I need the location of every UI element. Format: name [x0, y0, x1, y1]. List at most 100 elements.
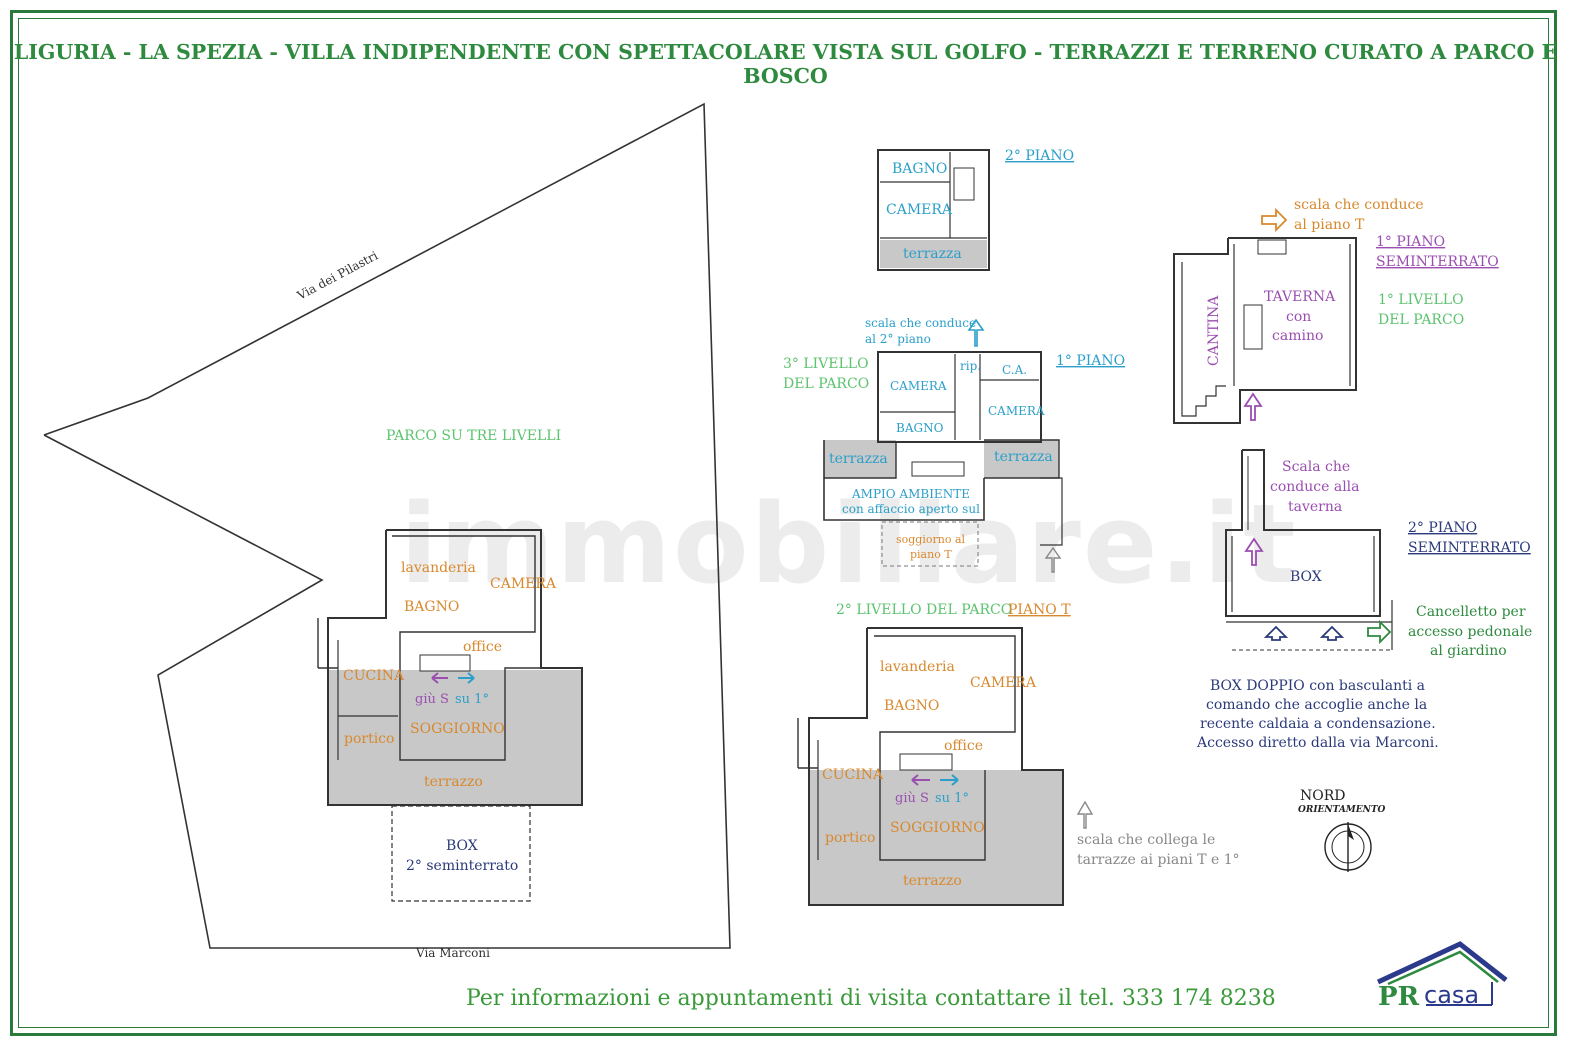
s2-scala-line1: Scala che — [1282, 459, 1350, 475]
s1-up-arrow-icon — [1243, 392, 1263, 421]
logo-casa: casa — [1424, 981, 1479, 1009]
site-stair-arrows — [431, 672, 475, 684]
compass-rose-icon — [1324, 822, 1372, 872]
primo-piano-plan — [823, 351, 1063, 567]
site-terrazzo: terrazzo — [424, 774, 483, 790]
s2-garage-arrow2-icon — [1319, 625, 1345, 641]
pt-portico: portico — [825, 830, 875, 846]
page-title: LIGURIA - LA SPEZIA - VILLA INDIPENDENTE… — [13, 40, 1558, 88]
s1-taverna-line1: TAVERNA — [1264, 289, 1336, 305]
s2-cancelletto-line2: accesso pedonale — [1408, 624, 1532, 640]
pt-up-arrow-icon — [1076, 800, 1094, 829]
park-label: PARCO SU TRE LIVELLI — [386, 428, 561, 444]
pt-scala-line1: scala che collega le — [1077, 832, 1215, 848]
p1-rip: rip. — [960, 359, 981, 373]
prcasa-logo — [1376, 941, 1508, 1006]
pt-su: su 1° — [935, 791, 969, 806]
street-top-label: Via dei Pilastri — [294, 248, 380, 303]
s2-scala-line3: taverna — [1288, 499, 1342, 515]
p2-label: 2° PIANO — [1005, 148, 1074, 164]
p1-livello-line1: 3° LIVELLO — [783, 356, 869, 372]
s2-desc-line2: comando che accoglie anche la — [1206, 697, 1427, 713]
p1-label: 1° PIANO — [1056, 353, 1125, 369]
site-house-plan — [317, 529, 583, 902]
s1-label-line1: 1° PIANO — [1376, 234, 1445, 250]
pt-scala-line2: tarrazze ai piani T e 1° — [1077, 852, 1240, 868]
s2-garage-arrow1-icon — [1263, 625, 1289, 641]
s1-taverna-line2: con — [1286, 309, 1311, 325]
p1-camera1: CAMERA — [890, 379, 947, 393]
s2-desc-line4: Accesso diretto dalla via Marconi. — [1196, 735, 1439, 751]
s1-taverna-line3: camino — [1272, 328, 1323, 344]
p1-ca: C.A. — [1002, 363, 1027, 377]
p1-note-line2: al 2° piano — [865, 332, 931, 346]
seminterrato2-plan — [1225, 449, 1393, 651]
pt-livello: 2° LIVELLO DEL PARCO — [836, 602, 1012, 618]
watermark: immobiliare.it — [400, 480, 1298, 608]
p1-livello-line2: DEL PARCO — [783, 376, 869, 392]
pt-giu: giù S — [895, 791, 929, 806]
logo-pr: PR — [1378, 982, 1420, 1012]
pt-cucina: CUCINA — [822, 767, 884, 783]
p1-terrazza2: terrazza — [994, 449, 1053, 465]
inner-frame — [18, 18, 1549, 1028]
pt-terrazzo: terrazzo — [903, 873, 962, 889]
p1-up-arrow-icon — [967, 318, 985, 347]
pt-lavanderia: lavanderia — [880, 659, 955, 675]
pt-bagno: BAGNO — [884, 698, 939, 714]
pt-office: office — [944, 738, 983, 754]
pt-label: PIANO T — [1008, 602, 1071, 618]
site-su: su 1° — [455, 692, 489, 707]
p2-terrazza: terrazza — [903, 246, 962, 262]
site-boundary — [43, 102, 731, 949]
p1-terrazza1: terrazza — [829, 451, 888, 467]
s2-desc-line1: BOX DOPPIO con basculanti a — [1210, 678, 1425, 694]
s2-label-line2: SEMINTERRATO — [1408, 540, 1531, 556]
p1-sogg-line1: soggiorno al — [896, 533, 966, 546]
pt-camera: CAMERA — [970, 675, 1037, 691]
s2-label-line1: 2° PIANO — [1408, 520, 1477, 536]
outer-frame — [10, 10, 1557, 1036]
compass-nord: NORD — [1300, 788, 1346, 804]
compass-orientamento: ORIENTAMENTO — [1298, 805, 1386, 815]
site-office: office — [463, 639, 502, 655]
site-box-sub: 2° seminterrato — [406, 858, 518, 874]
p1-ampio-line1: AMPIO AMBIENTE — [851, 487, 970, 501]
s2-scala-line2: conduce alla — [1270, 479, 1360, 495]
site-lavanderia: lavanderia — [401, 560, 476, 576]
s2-gate-arrow-icon — [1367, 619, 1392, 645]
site-portico: portico — [344, 731, 394, 747]
seminterrato1-plan — [1173, 237, 1357, 424]
s1-right-arrow-icon — [1261, 207, 1288, 233]
site-box-label: BOX — [446, 838, 478, 854]
s1-scala-line2: al piano T — [1294, 217, 1365, 233]
pt-soggiorno: SOGGIORNO — [890, 820, 985, 836]
s1-livello-line2: DEL PARCO — [1378, 312, 1464, 328]
pt-stair-arrows — [911, 774, 959, 786]
s1-cantina: CANTINA — [1206, 295, 1222, 366]
site-cucina: CUCINA — [343, 668, 405, 684]
secondo-piano-plan — [877, 149, 990, 271]
s1-label-line2: SEMINTERRATO — [1376, 254, 1499, 270]
p2-bagno: BAGNO — [892, 161, 947, 177]
p1-sogg-line2: piano T — [910, 548, 952, 561]
s1-livello-line1: 1° LIVELLO — [1378, 292, 1464, 308]
s2-box: BOX — [1290, 569, 1322, 585]
s2-desc-line3: recente caldaia a condensazione. — [1200, 716, 1436, 732]
p1-bagno: BAGNO — [896, 421, 944, 435]
site-soggiorno: SOGGIORNO — [410, 721, 505, 737]
p1-ampio-line2: con affaccio aperto sul — [842, 502, 980, 516]
site-bagno: BAGNO — [404, 599, 459, 615]
site-camera: CAMERA — [490, 576, 557, 592]
s2-cancelletto-line1: Cancelletto per — [1416, 604, 1526, 620]
piano-t-plan — [797, 627, 1064, 906]
s2-up-arrow-icon — [1244, 537, 1264, 566]
site-giu: giù S — [415, 692, 449, 707]
p2-camera: CAMERA — [886, 202, 953, 218]
s1-scala-line1: scala che conduce — [1294, 197, 1424, 213]
p1-note-line1: scala che conduce — [865, 316, 976, 330]
p1-camera2: CAMERA — [988, 404, 1045, 418]
p1-stair-up-arrow-icon — [1044, 546, 1062, 573]
contact-footer: Per informazioni e appuntamenti di visit… — [466, 986, 1276, 1011]
